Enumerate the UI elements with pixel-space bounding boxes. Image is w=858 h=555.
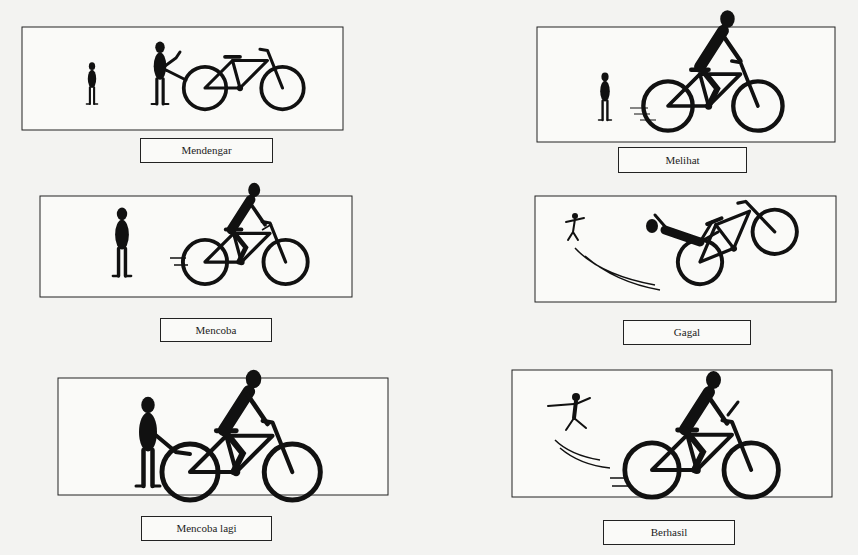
picture-panel [22,27,343,130]
picture-panel [512,370,832,497]
adult-figure [152,42,169,104]
label-box: Mencoba lagi [141,516,272,541]
raised-arm [165,52,180,66]
label-box: Melihat [618,147,747,173]
rider-figure [685,371,727,470]
adult-figure [113,208,131,276]
adult-figure [136,397,160,486]
step-label: Melihat [665,154,699,166]
waving-arm [728,402,738,415]
motion-lines [555,440,628,486]
step-label: Gagal [674,326,700,338]
picture-panel [537,27,835,142]
picture-panel [40,196,352,297]
child-figure [86,62,97,104]
motion-lines [630,108,656,120]
label-box: Gagal [623,320,751,345]
label-box: Mendengar [140,138,273,163]
rider-figure [700,10,741,106]
motion-lines [170,224,272,265]
label-box: Mencoba [160,318,272,342]
falling-figure [646,215,718,242]
step-label: Mencoba lagi [176,522,236,534]
rider-figure [231,183,265,262]
small-figure [566,213,584,240]
bicycle-symbol [184,49,304,109]
motion-lines [575,248,660,290]
step-label: Mencoba [196,324,237,336]
label-box: Berhasil [603,520,735,545]
arm [166,70,186,80]
bicycle-symbol [664,186,803,291]
child-figure [599,72,612,120]
rider-figure [224,370,267,472]
step-label: Mendengar [181,144,231,156]
step-label: Berhasil [651,526,688,538]
cheering-figure [548,393,590,430]
